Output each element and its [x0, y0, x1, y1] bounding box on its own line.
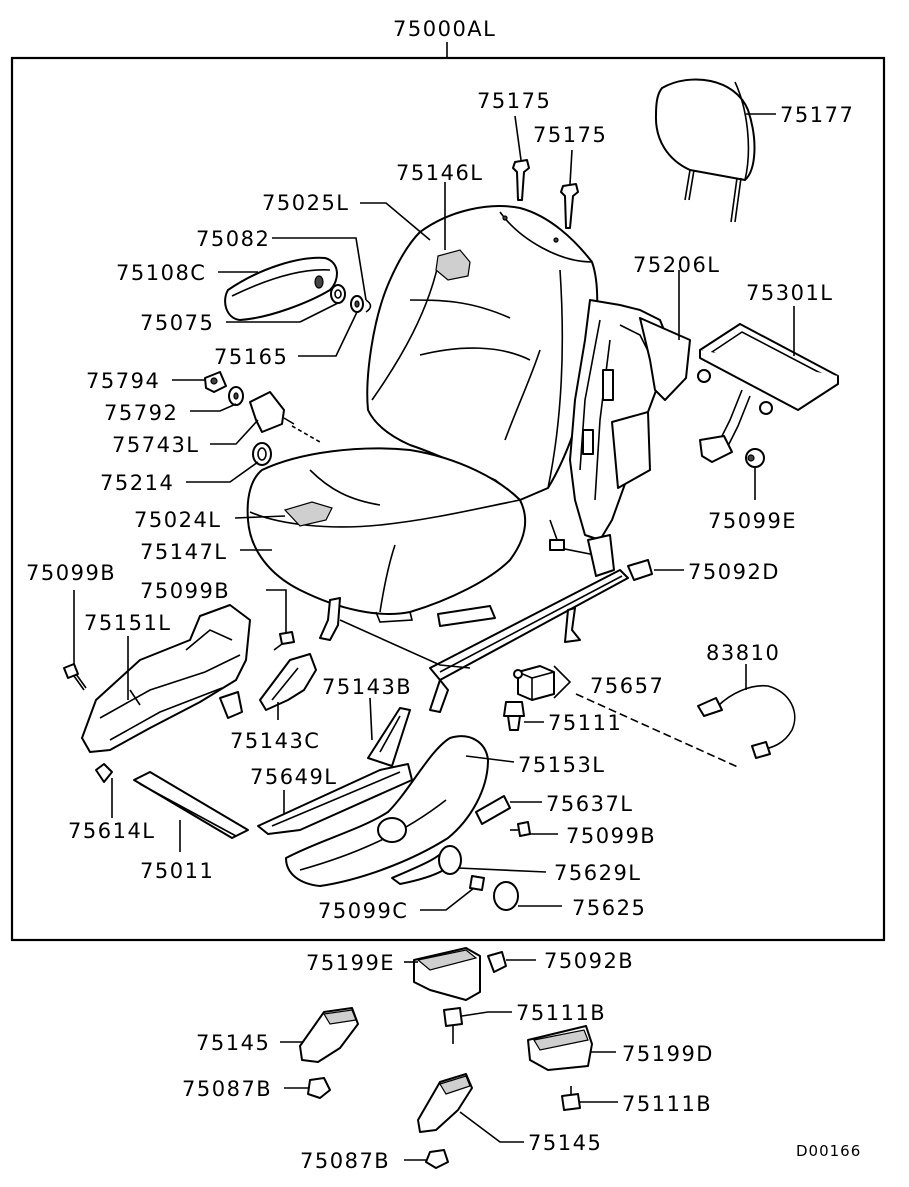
callout-75087B-b: 75087B	[300, 1149, 390, 1173]
bracket-75143B[interactable]	[367, 707, 411, 767]
seat-cushion[interactable]	[246, 447, 527, 623]
callout-75099B-left: 75099B	[26, 561, 116, 585]
sensor-75657[interactable]	[513, 665, 555, 701]
washer-75792[interactable]	[228, 386, 244, 406]
headrest-guide[interactable]	[512, 159, 579, 229]
nut-75165[interactable]	[350, 295, 364, 313]
harness-83810[interactable]	[697, 684, 796, 759]
callout-75792: 75792	[104, 401, 178, 425]
drawing-code: D00166	[796, 1142, 861, 1160]
screw-75099E[interactable]	[745, 448, 765, 468]
callout-75199E: 75199E	[306, 951, 395, 975]
callout-75625: 75625	[572, 896, 646, 920]
grommet-75214[interactable]	[252, 442, 272, 466]
callout-75092B: 75092B	[544, 949, 634, 973]
callout-75111: 75111	[548, 711, 622, 735]
lever-75629L[interactable]	[391, 845, 462, 885]
nut-75087B-a[interactable]	[307, 1077, 331, 1099]
callout-75099B-right: 75099B	[566, 824, 656, 848]
callout-75143C: 75143C	[230, 729, 320, 753]
callout-75099E: 75099E	[708, 509, 797, 533]
callout-75153L: 75153L	[518, 753, 606, 777]
headrest[interactable]	[654, 78, 756, 223]
callout-75082: 75082	[196, 227, 270, 251]
seat-cushion-heater-pad[interactable]	[283, 501, 333, 527]
strip-75011[interactable]	[133, 771, 249, 839]
callout-75614L: 75614L	[68, 819, 156, 843]
bracket-75199D[interactable]	[527, 1025, 593, 1071]
callout-75657: 75657	[590, 674, 664, 698]
callout-75147L: 75147L	[140, 540, 228, 564]
callout-75794: 75794	[86, 369, 160, 393]
rail-cover-75614L[interactable]	[95, 763, 113, 783]
bolt-75111B-b[interactable]	[561, 1086, 581, 1111]
callout-75087B-a: 75087B	[182, 1077, 272, 1101]
callout-75092D: 75092D	[688, 560, 780, 584]
bolt-75111[interactable]	[503, 701, 525, 731]
clip-75092B[interactable]	[487, 951, 507, 973]
armrest[interactable]	[224, 256, 338, 321]
callout-75145-b: 75145	[528, 1131, 602, 1155]
callout-75075: 75075	[140, 311, 214, 335]
callout-75214: 75214	[100, 471, 174, 495]
seat-back-heater-pad[interactable]	[435, 249, 471, 281]
callout-75177: 75177	[780, 103, 854, 127]
screw-75099B-right[interactable]	[510, 821, 531, 837]
callout-75743L: 75743L	[112, 433, 200, 457]
cap-75625[interactable]	[493, 881, 519, 911]
callout-75637L: 75637L	[546, 792, 634, 816]
nut-75087B-b[interactable]	[425, 1149, 449, 1169]
callout-83810: 83810	[706, 641, 780, 665]
callout-75146L: 75146L	[396, 161, 484, 185]
seat-back[interactable]	[366, 205, 599, 501]
seat-tray[interactable]	[697, 323, 839, 463]
assembly-label: 75000AL	[393, 17, 496, 41]
callout-75165: 75165	[214, 345, 288, 369]
seat-rails	[319, 519, 629, 713]
recliner-cover[interactable]	[639, 317, 691, 401]
callout-75301L: 75301L	[746, 281, 834, 305]
washer-75075[interactable]	[330, 284, 346, 304]
callout-75145-a: 75145	[196, 1031, 270, 1055]
bracket-75145-a[interactable]	[299, 1007, 359, 1063]
callout-75111B-a: 75111B	[516, 1001, 606, 1025]
callout-75151L: 75151L	[84, 611, 172, 635]
callout-75649L: 75649L	[250, 765, 338, 789]
bracket-75199E[interactable]	[413, 947, 481, 1001]
callout-75199D: 75199D	[622, 1042, 714, 1066]
bolt-75111B-a[interactable]	[443, 1007, 463, 1044]
assembly-frame	[10, 56, 886, 942]
clip-75092D[interactable]	[627, 559, 653, 581]
callout-75629L: 75629L	[554, 861, 642, 885]
screw-75099B-mid[interactable]	[273, 631, 295, 651]
bracket-75143C[interactable]	[259, 653, 317, 711]
cover-75649L[interactable]	[257, 763, 413, 835]
callout-75011: 75011	[140, 859, 214, 883]
cap-75637L[interactable]	[475, 795, 511, 825]
side-shield[interactable]	[81, 604, 251, 753]
screw-75099C[interactable]	[469, 875, 485, 891]
side-cover-75153L[interactable]	[285, 735, 489, 887]
callout-75099C: 75099C	[318, 899, 408, 923]
callout-75025L: 75025L	[262, 191, 350, 215]
bracket-75145-b[interactable]	[417, 1073, 473, 1133]
callout-75175a: 75175	[477, 89, 551, 113]
bracket-75743L[interactable]	[249, 391, 295, 433]
callout-75111B-b: 75111B	[622, 1092, 712, 1116]
callout-75206L: 75206L	[633, 253, 721, 277]
callout-75099B-mid: 75099B	[140, 579, 230, 603]
knob-75794[interactable]	[204, 371, 227, 393]
callout-75108C: 75108C	[116, 261, 206, 285]
callout-75143B: 75143B	[322, 675, 412, 699]
callout-75024L: 75024L	[134, 508, 222, 532]
seat-frame	[569, 299, 669, 541]
callout-75175b: 75175	[533, 123, 607, 147]
screw-75099B-left[interactable]	[63, 663, 87, 691]
